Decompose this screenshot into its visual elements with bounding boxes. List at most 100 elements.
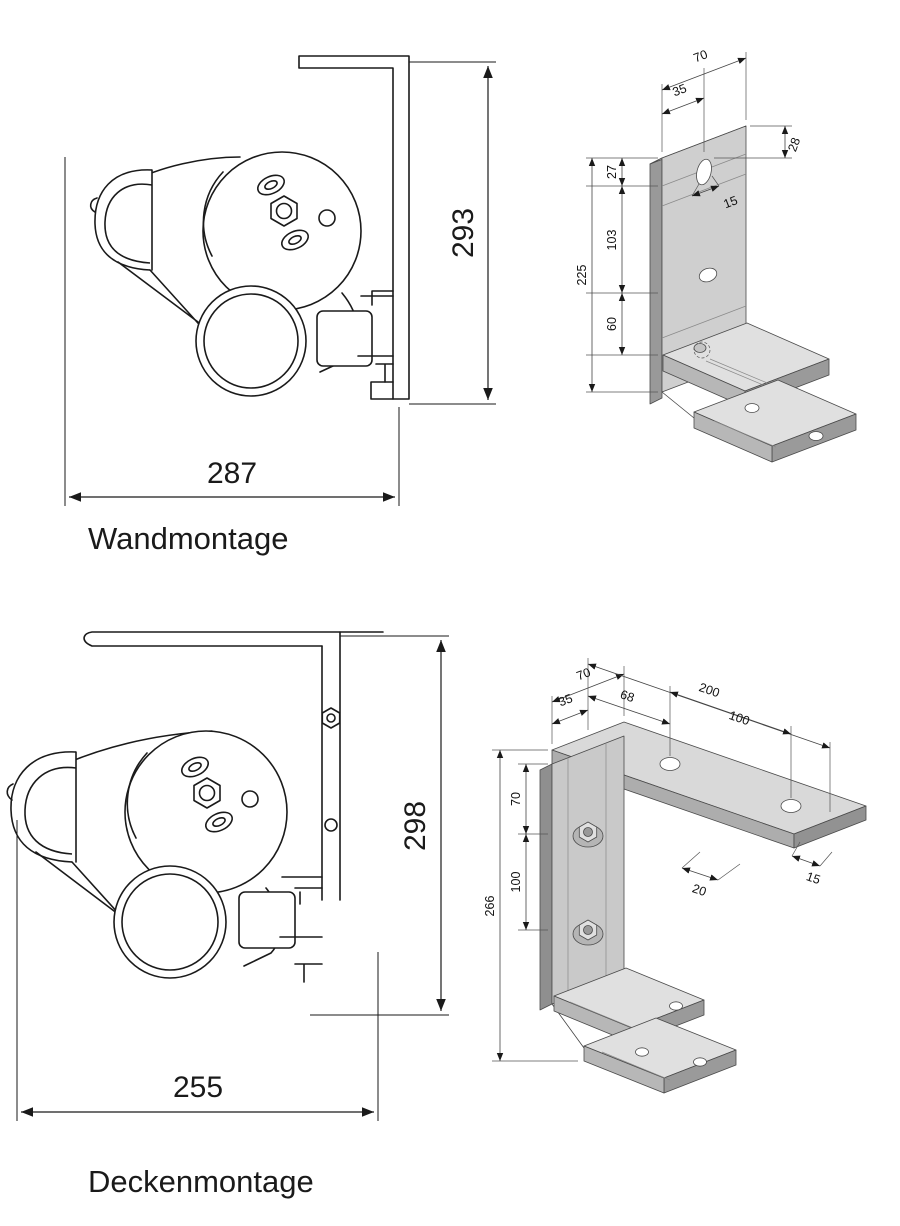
ceiling-bracket-dim-hole-inset: 20 [690, 881, 708, 899]
wall-bracket-dim-top-to-groove: 27 [605, 165, 619, 179]
foot-lower-hole-1 [744, 403, 760, 413]
wall-bracket-dim-total-height: 225 [575, 265, 589, 286]
vert-plate-front-face [551, 735, 625, 1005]
foot-lower-slot-line [713, 420, 777, 448]
dim-line-100 [669, 691, 792, 735]
ceiling-bracket-dim-plate-width: 70 [575, 665, 593, 683]
wall-width-ext-lines [64, 157, 400, 506]
ceiling-height-dim: 298 [399, 801, 432, 851]
ceiling-height-ext-lines [310, 635, 449, 1016]
ceiling-bracket-dim-top-to-bolt: 70 [509, 792, 523, 806]
slot-oval-lower [281, 229, 309, 251]
slot-oval-lower-2 [205, 811, 233, 833]
dim-line-20 [681, 867, 719, 881]
foot-bolt-head [693, 343, 707, 353]
cassette-bottom-lines [117, 261, 207, 333]
ceiling-mount-caption: Deckenmontage [88, 1164, 314, 1199]
fabric-hook [89, 197, 98, 213]
top-plate-hole-2 [780, 799, 802, 813]
ceiling-bracket-dim-end-to-hole: 68 [618, 687, 636, 705]
side-plate-inner-arc [202, 171, 224, 257]
fabric-roll-inner [104, 183, 153, 264]
wall-bracket-dim-groove-to-hole: 103 [605, 230, 619, 251]
side-plate-inner-arc-2 [126, 752, 148, 839]
hex-nut-bore [275, 202, 293, 220]
wall-mount-caption: Wandmontage [88, 521, 288, 556]
ceiling-bracket-dimensions: 70 35 68 200 100 20 15 70 100 266 [483, 658, 833, 1062]
small-pin-hole-2 [241, 790, 259, 808]
dim-line-15c [791, 855, 821, 867]
foot-upper-slot-line-2 [569, 1001, 639, 1031]
wall-bracket-dim-slot-offset: 35 [671, 81, 689, 99]
ceiling-bracket-dim-bolt-spacing: 100 [509, 872, 523, 893]
top-plate-hole-1 [659, 757, 681, 771]
ceiling-side-dimensions: 298 255 [16, 635, 449, 1121]
bracket-round-hole [698, 267, 718, 283]
foot-lower-slot-line-2 [601, 1051, 671, 1081]
ceiling-rail [83, 631, 384, 647]
foot-upper-slot-lines [705, 358, 773, 388]
ceiling-bracket-dim-hole-spacing: 100 [727, 708, 751, 728]
ceiling-width-ext-lines [16, 820, 379, 1121]
left-ext-lines-2 [492, 749, 578, 1062]
foot-connector-edge [661, 391, 695, 419]
ceiling-bracket-dim-plate-length: 200 [697, 680, 721, 700]
dim-20-ext [681, 851, 741, 881]
wall-bracket-dim-top-to-slot: 28 [785, 136, 803, 154]
wall-rail-foot [370, 381, 394, 400]
wall-bracket-dim-hole-to-foot: 60 [605, 317, 619, 331]
roller-tube-outer-2 [113, 865, 227, 979]
ceiling-bolt-bore [326, 713, 336, 723]
wall-side-dimensions: 293 287 [64, 61, 496, 506]
ceiling-bracket-dim-half-width: 35 [557, 691, 575, 709]
wall-height-ext-lines [409, 61, 496, 405]
ceiling-awning-side-view [6, 631, 384, 983]
wall-awning-side-view [89, 55, 410, 400]
roller-tube-inner-2 [121, 873, 219, 971]
hex-nut-2 [193, 777, 221, 809]
vert-plate-side-face [539, 763, 553, 1011]
foot-upper-hole-2b [669, 1001, 683, 1011]
ceiling-bracket-dim-edge-distance: 15 [804, 869, 822, 887]
side-plate-disc-2 [124, 730, 288, 894]
fabric-hook-2 [6, 783, 14, 801]
fabric-roll-inner-2 [24, 766, 77, 855]
ceiling-bolt-hex [321, 707, 341, 729]
ceiling-bracket-iso [539, 721, 867, 1094]
deckenmontage-drawing: 298 255 Deckenmontage [6, 631, 867, 1199]
wall-width-dim: 287 [207, 457, 257, 490]
wandmontage-drawing: 293 287 Wandmontage [64, 47, 857, 556]
bracket-slot-hole [696, 158, 712, 186]
clamp-details-2 [279, 876, 323, 983]
square-bar-2 [238, 891, 296, 949]
foot-lower-hole-2c [693, 1057, 707, 1067]
slot-oval-upper [257, 174, 285, 196]
foot-lower-hole-2b [635, 1047, 649, 1057]
ceiling-rail-plate [321, 631, 341, 901]
clamp-details [357, 290, 394, 383]
dim-line-35 [661, 97, 705, 115]
foot-lower-hole-2 [808, 431, 824, 441]
wall-bracket-dim-slot-width: 15 [722, 193, 740, 211]
dim-line-35c [551, 709, 589, 725]
roller-tube-outer [195, 285, 307, 397]
slot-oval-upper-2 [181, 756, 209, 778]
small-pin-hole [318, 209, 336, 227]
plate-bolt-2 [572, 919, 604, 946]
ceiling-bracket-dim-total-height: 266 [483, 896, 497, 917]
bracket-plate-side-face [649, 157, 663, 405]
dim-line-70 [661, 57, 747, 91]
dim-15-ext-2 [791, 841, 833, 867]
hex-nut [270, 195, 298, 227]
wall-bracket-iso [649, 125, 857, 463]
side-plate-disc [202, 151, 362, 311]
dim-line-15 [691, 185, 720, 197]
wall-bracket-dim-width: 70 [692, 47, 710, 65]
vert-plate-grooves [567, 743, 607, 998]
wall-bracket-dimensions: 70 35 28 27 103 60 225 15 [575, 47, 803, 393]
roller-tube-inner [203, 293, 299, 389]
foot-lower-left-face-2 [583, 1045, 665, 1094]
top-plate-end-face [793, 805, 867, 849]
foot-hidden-hole [693, 341, 711, 359]
